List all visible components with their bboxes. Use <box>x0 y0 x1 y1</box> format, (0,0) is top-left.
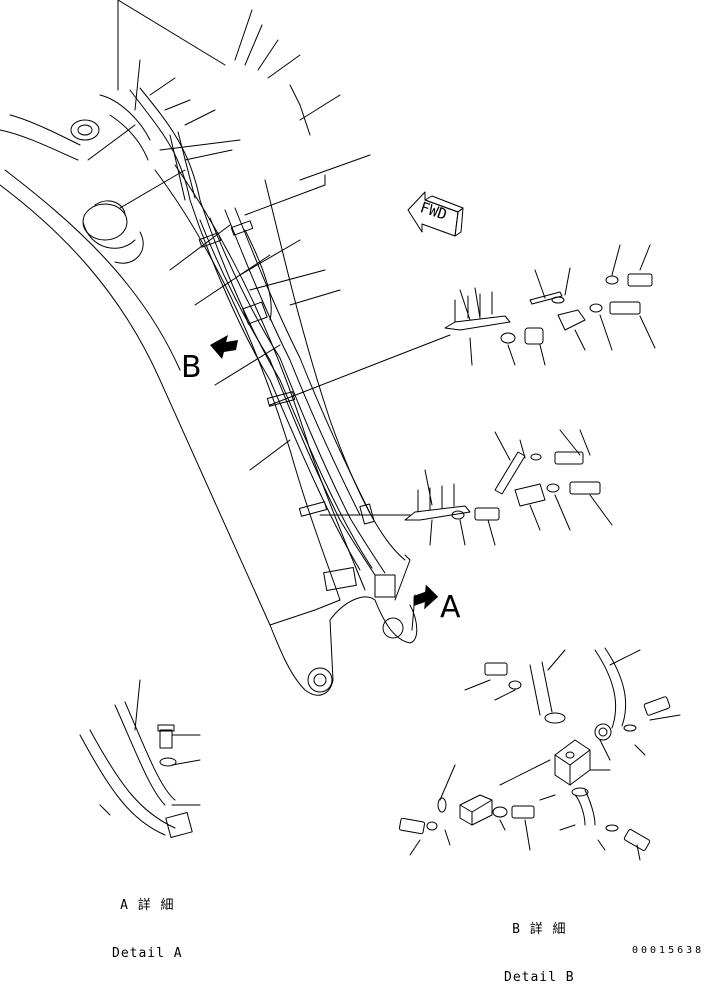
view-a-marker: A <box>440 590 461 625</box>
drawing-number: 00015638 <box>632 945 705 956</box>
detail-b-title-en: Detail B <box>504 970 575 985</box>
detail-a-drawing <box>80 680 200 838</box>
detail-b-caption: B 詳 細 Detail B <box>504 890 575 1002</box>
view-arrows <box>210 335 439 610</box>
arm-piping-diagram <box>0 0 713 957</box>
detail-a-caption: A 詳 細 Detail A <box>112 866 183 978</box>
view-b-marker: B <box>181 350 202 385</box>
hydraulic-pipes <box>130 88 385 575</box>
arm-body <box>0 95 417 695</box>
detail-b-title-jp: B 詳 細 <box>512 922 567 937</box>
clamp-assembly-upper <box>445 245 655 365</box>
fwd-arrow-icon <box>408 192 463 236</box>
hose-clip <box>83 201 143 263</box>
detail-a-title-en: Detail A <box>112 946 183 961</box>
pipe-clamps <box>199 221 395 597</box>
detail-a-title-jp: A 詳 細 <box>120 898 175 913</box>
clamp-assembly-lower <box>405 430 612 545</box>
detail-b-drawing <box>399 648 680 860</box>
